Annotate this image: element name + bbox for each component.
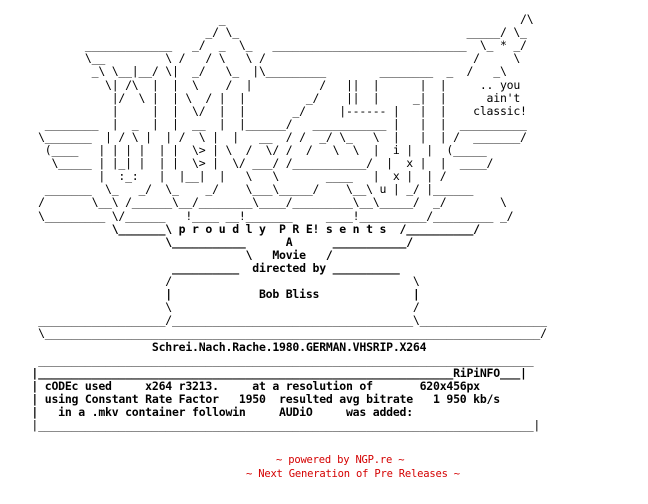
- nfo-line-11: \_____ | |_| | | | \> | \/ ___/ /_______…: [18, 156, 494, 171]
- nfo-line-22: \ /: [18, 300, 420, 315]
- nfo-line-23: ___________________/____________________…: [18, 313, 547, 328]
- nfo-line-21: | Bob Bliss |: [18, 287, 420, 302]
- nfo-line-18: \ Movie /: [18, 247, 333, 262]
- nfo-line-14: / \__\ /______\__/________\____/________…: [18, 195, 507, 210]
- nfo-line-31: |_______________________________________…: [18, 418, 541, 433]
- nfo-line-20: / \: [18, 274, 420, 288]
- nfo-line-8: ________ | _ | | __ | |______/ _________…: [18, 116, 527, 131]
- nfo-line-0: _ /\: [18, 12, 534, 26]
- nfo-line-17: \___________ A ___________/: [18, 234, 413, 249]
- nfo-line-28: | cODEc used x264 r3213. at a resolution…: [18, 378, 480, 393]
- nfo-line-16: \_______\ p r o u d l y P R E! s e n t s…: [18, 221, 480, 236]
- nfo-line-5: \| /\ | | \ / | / || | | | .. you: [18, 77, 521, 92]
- nfo-line-12: | :_: | |__| | \ \ ____ | x | | /: [18, 169, 447, 184]
- nfo-line-3: \__ \ / / \ \ / / \: [18, 51, 521, 66]
- nfo-line-7: | | | \/ | | _/ |------ | | | classic!: [18, 103, 527, 118]
- nfo-line-30: | in a .mkv container followin AUDiO was…: [18, 405, 413, 419]
- nfo-line-4: _\ \__|__/ \| _/ \_ |\_________ ________…: [18, 64, 507, 79]
- nfo-line-13: _______ \_ _/ \_ _/ \___\_____/ \__\ u |…: [18, 182, 474, 197]
- nfo-line-1: _/ \_ _____/ \_: [18, 25, 527, 40]
- nfo-line-9: \_______ | / \ | | / \ | | __ / / _/ \_ …: [18, 129, 527, 144]
- nfo-line-27: |_______________________________________…: [18, 365, 527, 380]
- nfo-line-26: ________________________________________…: [18, 352, 534, 367]
- nfo-line-15: \_________ \/______ !____ __!_______ ___…: [18, 208, 514, 223]
- nfo-line-25: Schrei.Nach.Rache.1980.GERMAN.VHSRIP.X26…: [18, 339, 427, 354]
- footer-powered-by: ~ powered by NGP.re ~: [276, 454, 405, 466]
- nfo-line-24: \_______________________________________…: [18, 326, 547, 341]
- nfo-line-29: | using Constant Rate Factor 1950 result…: [18, 391, 500, 406]
- nfo-line-2: _____________ _/ _ \_ __________________…: [18, 38, 527, 53]
- nfo-line-6: |/ \ | | \ / | | _/ || | _| | ain't: [18, 90, 521, 105]
- footer-tagline: ~ Next Generation of Pre Releases ~: [246, 468, 460, 480]
- nfo-line-19: __________ directed by __________: [18, 260, 400, 275]
- nfo-line-10: (____ | | | | | | \> | \ / \/ / / \ \ | …: [18, 143, 487, 157]
